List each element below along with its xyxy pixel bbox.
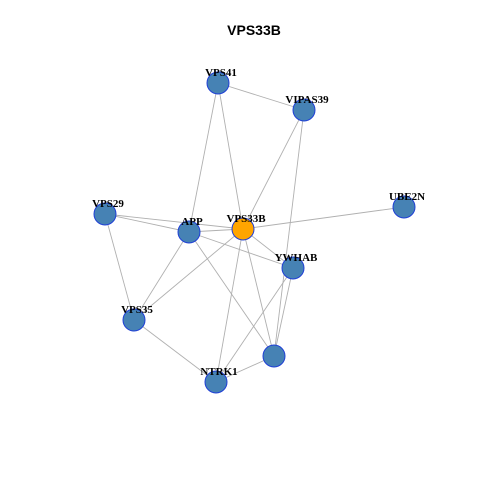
nodes-layer (93, 71, 416, 394)
edge-ywhab-unlabeled (273, 267, 294, 357)
node-unlabeled[interactable] (262, 344, 286, 368)
node-vps35[interactable] (122, 308, 146, 332)
node-label-app: APP (181, 216, 203, 228)
node-label-ywhab: YWHAB (275, 252, 318, 264)
edge-ywhab-ntrk1 (215, 267, 294, 383)
edge-vps33b-vps35 (133, 228, 244, 321)
edge-vps35-ntrk1 (133, 319, 217, 383)
edge-vipas39-vps33b (242, 109, 305, 230)
edge-vps41-vps33b (217, 82, 244, 230)
edge-vps33b-ntrk1 (215, 228, 244, 383)
graph-title: VPS33B (227, 22, 281, 38)
node-label-vipas39: VIPAS39 (285, 94, 329, 106)
edge-vps29-vps35 (104, 213, 135, 321)
edge-vps41-vipas39 (217, 82, 305, 111)
node-label-vps35: VPS35 (121, 304, 153, 316)
edge-app-ywhab (188, 231, 294, 269)
node-vps29[interactable] (93, 202, 117, 226)
edge-app-vps35 (133, 231, 190, 321)
node-label-ntrk1: NTRK1 (200, 366, 237, 378)
node-ntrk1[interactable] (204, 370, 228, 394)
node-vipas39[interactable] (292, 98, 316, 122)
edge-vipas39-unlabeled (273, 109, 305, 357)
edge-vps33b-unlabeled (242, 228, 275, 357)
edge-vps41-app (188, 82, 219, 233)
node-ube2n[interactable] (392, 195, 416, 219)
node-app[interactable] (177, 220, 201, 244)
edge-vps33b-ube2n (242, 206, 405, 230)
edge-vps29-app (104, 213, 190, 233)
node-label-vps29: VPS29 (92, 198, 124, 210)
node-vps41[interactable] (206, 71, 230, 95)
node-vps33b[interactable] (231, 217, 255, 241)
node-label-vps33b: VPS33B (226, 213, 266, 225)
edge-vps29-vps33b (104, 213, 244, 230)
node-label-vps41: VPS41 (205, 67, 237, 79)
node-label-ube2n: UBE2N (389, 191, 425, 203)
node-ywhab[interactable] (281, 256, 305, 280)
